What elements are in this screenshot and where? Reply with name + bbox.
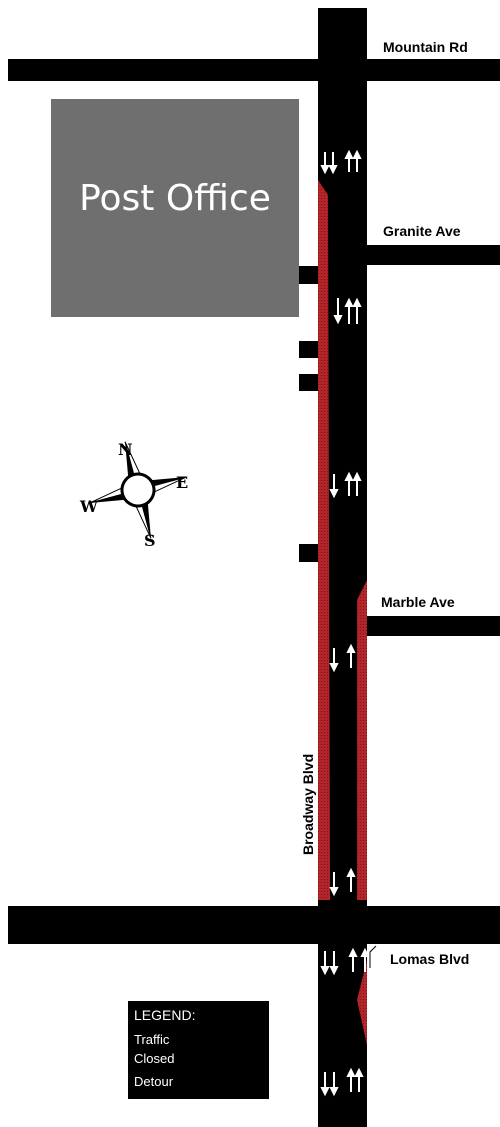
legend-detour-label: Detour bbox=[134, 1074, 174, 1089]
driveway bbox=[299, 341, 321, 358]
traffic-arrows bbox=[320, 149, 370, 1097]
closed-lane-east-lomas bbox=[357, 960, 367, 1045]
street-label-granite: Granite Ave bbox=[383, 223, 461, 239]
legend-title: LEGEND: bbox=[134, 1007, 196, 1023]
closed-lane-east-marble bbox=[357, 580, 367, 900]
lane-edge bbox=[328, 195, 340, 245]
driveway bbox=[299, 266, 321, 284]
arrow-group bbox=[320, 947, 370, 976]
street-label-marble: Marble Ave bbox=[381, 594, 455, 610]
driveway bbox=[299, 544, 321, 562]
compass-east: E bbox=[176, 473, 188, 492]
compass-rose-icon bbox=[89, 441, 187, 539]
legend-closed-label: Closed bbox=[134, 1051, 175, 1066]
arrow-group bbox=[329, 867, 356, 897]
street-label-mountain: Mountain Rd bbox=[383, 39, 468, 55]
street-label-broadway: Broadway Blvd bbox=[300, 753, 316, 855]
marble-ave-road bbox=[358, 616, 500, 636]
closed-lane-west bbox=[318, 180, 330, 900]
arrow-group bbox=[329, 643, 356, 673]
granite-ave-road bbox=[358, 245, 500, 265]
driveway bbox=[299, 374, 321, 391]
legend-traffic-label: Traffic bbox=[134, 1032, 170, 1047]
arrow-group bbox=[320, 1067, 364, 1097]
post-office-label: Post Office bbox=[79, 177, 271, 219]
compass-west: W bbox=[79, 497, 99, 516]
post-office-building bbox=[51, 99, 299, 317]
compass-south: S bbox=[144, 531, 156, 550]
lomas-blvd-road bbox=[8, 906, 500, 944]
mountain-rd-road bbox=[8, 59, 500, 81]
arrow-group bbox=[333, 297, 362, 325]
compass-north: N bbox=[118, 440, 133, 459]
street-label-lomas: Lomas Blvd bbox=[390, 951, 470, 967]
arrow-group bbox=[320, 149, 362, 175]
arrow-group bbox=[329, 471, 362, 499]
detour-arrow-icon bbox=[368, 944, 378, 968]
map-legend: LEGEND: Traffic Closed Detour bbox=[128, 1001, 269, 1099]
